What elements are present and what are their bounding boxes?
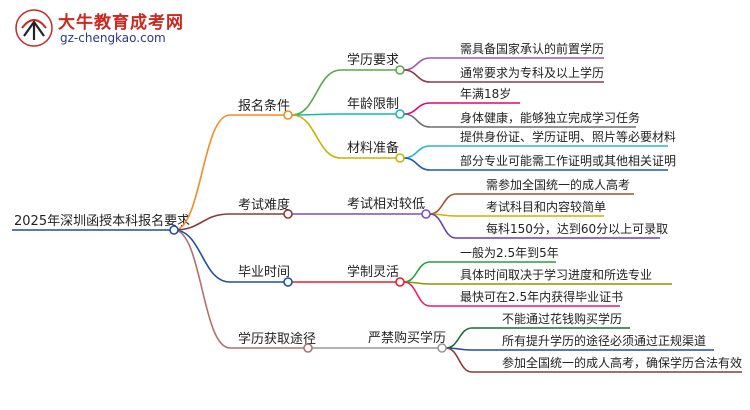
subtopic-collapse-toggle[interactable] [395, 65, 405, 75]
leaf-topic: 提供身份证、学历证明、照片等必要材料 [460, 129, 676, 144]
leaf-connector [403, 57, 431, 71]
branch-connector [173, 229, 231, 283]
subtopic-collapse-toggle[interactable] [395, 109, 405, 119]
subtopic: 年龄限制 [347, 97, 399, 112]
branch-connector [173, 213, 231, 231]
subtopic-connector [291, 69, 342, 116]
leaf-topic: 部分专业可能需工作证明或其他相关证明 [460, 153, 676, 168]
branch-connector [173, 229, 231, 349]
branch-topic: 报名条件 [238, 98, 290, 114]
branch-collapse-toggle[interactable] [283, 277, 293, 287]
leaf-connector [403, 113, 431, 128]
leaf-topic: 一般为2.5年到5年 [460, 245, 559, 260]
leaf-topic: 考试科目和内容较简单 [486, 199, 606, 214]
leaf-connector [403, 69, 431, 83]
site-name: 大牛教育成考网 [58, 13, 184, 33]
root-collapse-toggle[interactable] [169, 225, 179, 235]
subtopic: 考试相对较低 [347, 197, 425, 212]
subtopic-collapse-toggle[interactable] [437, 343, 447, 353]
leaf-topic: 每科150分，达到60分以上可录取 [486, 221, 668, 236]
subtopic-connector [291, 114, 342, 159]
leaf-connector [403, 145, 431, 159]
leaf-topic: 需参加全国统一的成人高考 [486, 177, 630, 192]
branch-collapse-toggle[interactable] [283, 110, 293, 120]
logo-badge-icon [15, 9, 53, 47]
leaf-topic: 具体时间取决于学习进度和所选专业 [460, 267, 652, 282]
branch-connector [173, 114, 231, 231]
leaf-topic: 身体健康，能够独立完成学习任务 [460, 110, 640, 125]
subtopic: 学制灵活 [347, 264, 399, 280]
leaf-topic: 通常要求为专科及以上学历 [460, 65, 604, 80]
leaf-connector [429, 193, 457, 215]
branch-collapse-toggle[interactable] [303, 343, 313, 353]
leaf-connector [403, 261, 431, 283]
leaf-connector [403, 102, 431, 115]
site-url[interactable]: gz-chengkao.com [60, 31, 166, 45]
branch-topic: 毕业时间 [238, 265, 290, 280]
subtopic-collapse-toggle[interactable] [395, 153, 405, 163]
subtopic: 学历要求 [347, 52, 399, 68]
site-logo[interactable]: 大牛教育成考网 gz-chengkao.com [14, 6, 234, 52]
leaf-topic: 年满18岁 [460, 86, 511, 101]
branch-collapse-toggle[interactable] [283, 209, 293, 219]
subtopic: 严禁购买学历 [368, 330, 446, 346]
leaf-topic: 参加全国统一的成人高考，确保学历合法有效 [502, 355, 742, 370]
root-topic: 2025年深圳函授本科报名要求 [14, 213, 190, 229]
leaf-topic: 最快可在2.5年内获得毕业证书 [460, 289, 623, 304]
leaf-connector [403, 281, 431, 307]
subtopic: 材料准备 [347, 140, 399, 156]
leaf-connector [445, 347, 473, 373]
branch-topic: 考试难度 [238, 197, 290, 213]
subtopic-collapse-toggle[interactable] [395, 277, 405, 287]
branch-topic: 学历获取途径 [238, 331, 316, 347]
leaf-topic: 所有提升学历的途径必须通过正规渠道 [502, 333, 706, 348]
leaf-connector [445, 327, 473, 349]
leaf-topic: 需具备国家承认的前置学历 [460, 41, 604, 56]
leaf-connector [403, 157, 431, 171]
subtopic-collapse-toggle[interactable] [421, 209, 431, 219]
leaf-connector [429, 213, 457, 239]
leaf-topic: 不能通过花钱购买学历 [502, 311, 622, 326]
